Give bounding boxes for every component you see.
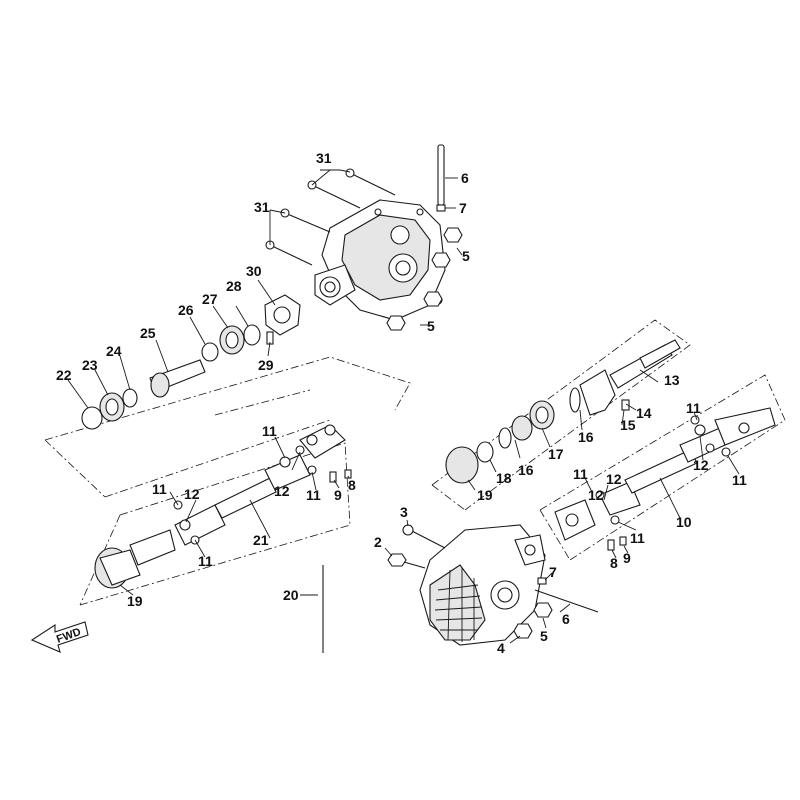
fwd-label: FWD xyxy=(55,626,83,646)
callout-12: 12 xyxy=(588,487,604,503)
callout-11: 11 xyxy=(732,472,747,488)
callout-24: 24 xyxy=(106,343,122,359)
callout-19: 19 xyxy=(477,487,493,503)
callout-12: 12 xyxy=(606,471,622,487)
callout-4: 4 xyxy=(497,640,505,656)
callout-13: 13 xyxy=(664,372,680,388)
front-pinion-parts xyxy=(81,294,301,430)
callout-20: 20 xyxy=(283,587,299,603)
rear-driveshaft-boundary xyxy=(431,319,786,561)
callout-31: 31 xyxy=(254,199,270,215)
callout-14: 14 xyxy=(636,405,652,421)
callout-11: 11 xyxy=(152,481,167,497)
callout-12: 12 xyxy=(274,483,290,499)
front-driveshaft-boundary xyxy=(44,356,411,606)
callout-6: 6 xyxy=(461,170,469,186)
callout-5: 5 xyxy=(427,318,435,334)
front-driveshaft xyxy=(94,424,352,589)
front-driveshaft-leaders xyxy=(119,436,350,596)
callout-26: 26 xyxy=(178,302,194,318)
rear-diff-leaders xyxy=(384,519,571,644)
rear-shaft-leaders xyxy=(467,369,659,491)
callout-11: 11 xyxy=(262,423,277,439)
callout-7: 7 xyxy=(549,564,557,580)
callout-9: 9 xyxy=(334,487,342,503)
callout-18: 18 xyxy=(496,470,512,486)
callout-labels: 31 31 6 7 5 5 30 28 27 26 25 24 23 22 29… xyxy=(56,150,747,656)
callout-23: 23 xyxy=(82,357,98,373)
callout-11: 11 xyxy=(573,466,588,482)
callout-11: 11 xyxy=(686,400,701,416)
callout-27: 27 xyxy=(202,291,218,307)
callout-3: 3 xyxy=(400,504,408,520)
rear-driveshaft-leaders xyxy=(583,411,740,559)
callout-30: 30 xyxy=(246,263,262,279)
callout-5: 5 xyxy=(462,248,470,264)
callout-17: 17 xyxy=(548,446,564,462)
callout-8: 8 xyxy=(348,477,356,493)
callout-21: 21 xyxy=(253,532,269,548)
callout-12: 12 xyxy=(184,486,200,502)
callout-28: 28 xyxy=(226,278,242,294)
rear-shaft-parts xyxy=(445,339,681,484)
callout-15: 15 xyxy=(620,417,636,433)
front-differential-housing xyxy=(314,199,446,321)
callout-7: 7 xyxy=(459,200,467,216)
rear-differential-housing xyxy=(419,524,546,646)
stud-and-nuts-front xyxy=(386,144,463,331)
callout-11: 11 xyxy=(306,487,321,503)
callout-10: 10 xyxy=(676,514,692,530)
callout-16: 16 xyxy=(578,429,594,445)
front-leaders xyxy=(67,169,463,409)
callout-9: 9 xyxy=(623,550,631,566)
rear-diff-ribs xyxy=(434,568,483,642)
callout-25: 25 xyxy=(140,325,156,341)
callout-11: 11 xyxy=(198,553,213,569)
callout-19: 19 xyxy=(127,593,143,609)
callout-5: 5 xyxy=(540,628,548,644)
fwd-arrow-icon: FWD xyxy=(30,621,89,653)
callout-31: 31 xyxy=(316,150,332,166)
rear-diff-fasteners xyxy=(387,524,599,639)
callout-29: 29 xyxy=(258,357,274,373)
callout-8: 8 xyxy=(610,555,618,571)
callout-12: 12 xyxy=(693,457,709,473)
callout-11: 11 xyxy=(630,530,645,546)
callout-6: 6 xyxy=(562,611,570,627)
callout-16: 16 xyxy=(518,462,534,478)
callout-22: 22 xyxy=(56,367,72,383)
long-rod xyxy=(300,565,324,653)
rear-driveshaft xyxy=(554,407,776,551)
callout-2: 2 xyxy=(374,534,382,550)
